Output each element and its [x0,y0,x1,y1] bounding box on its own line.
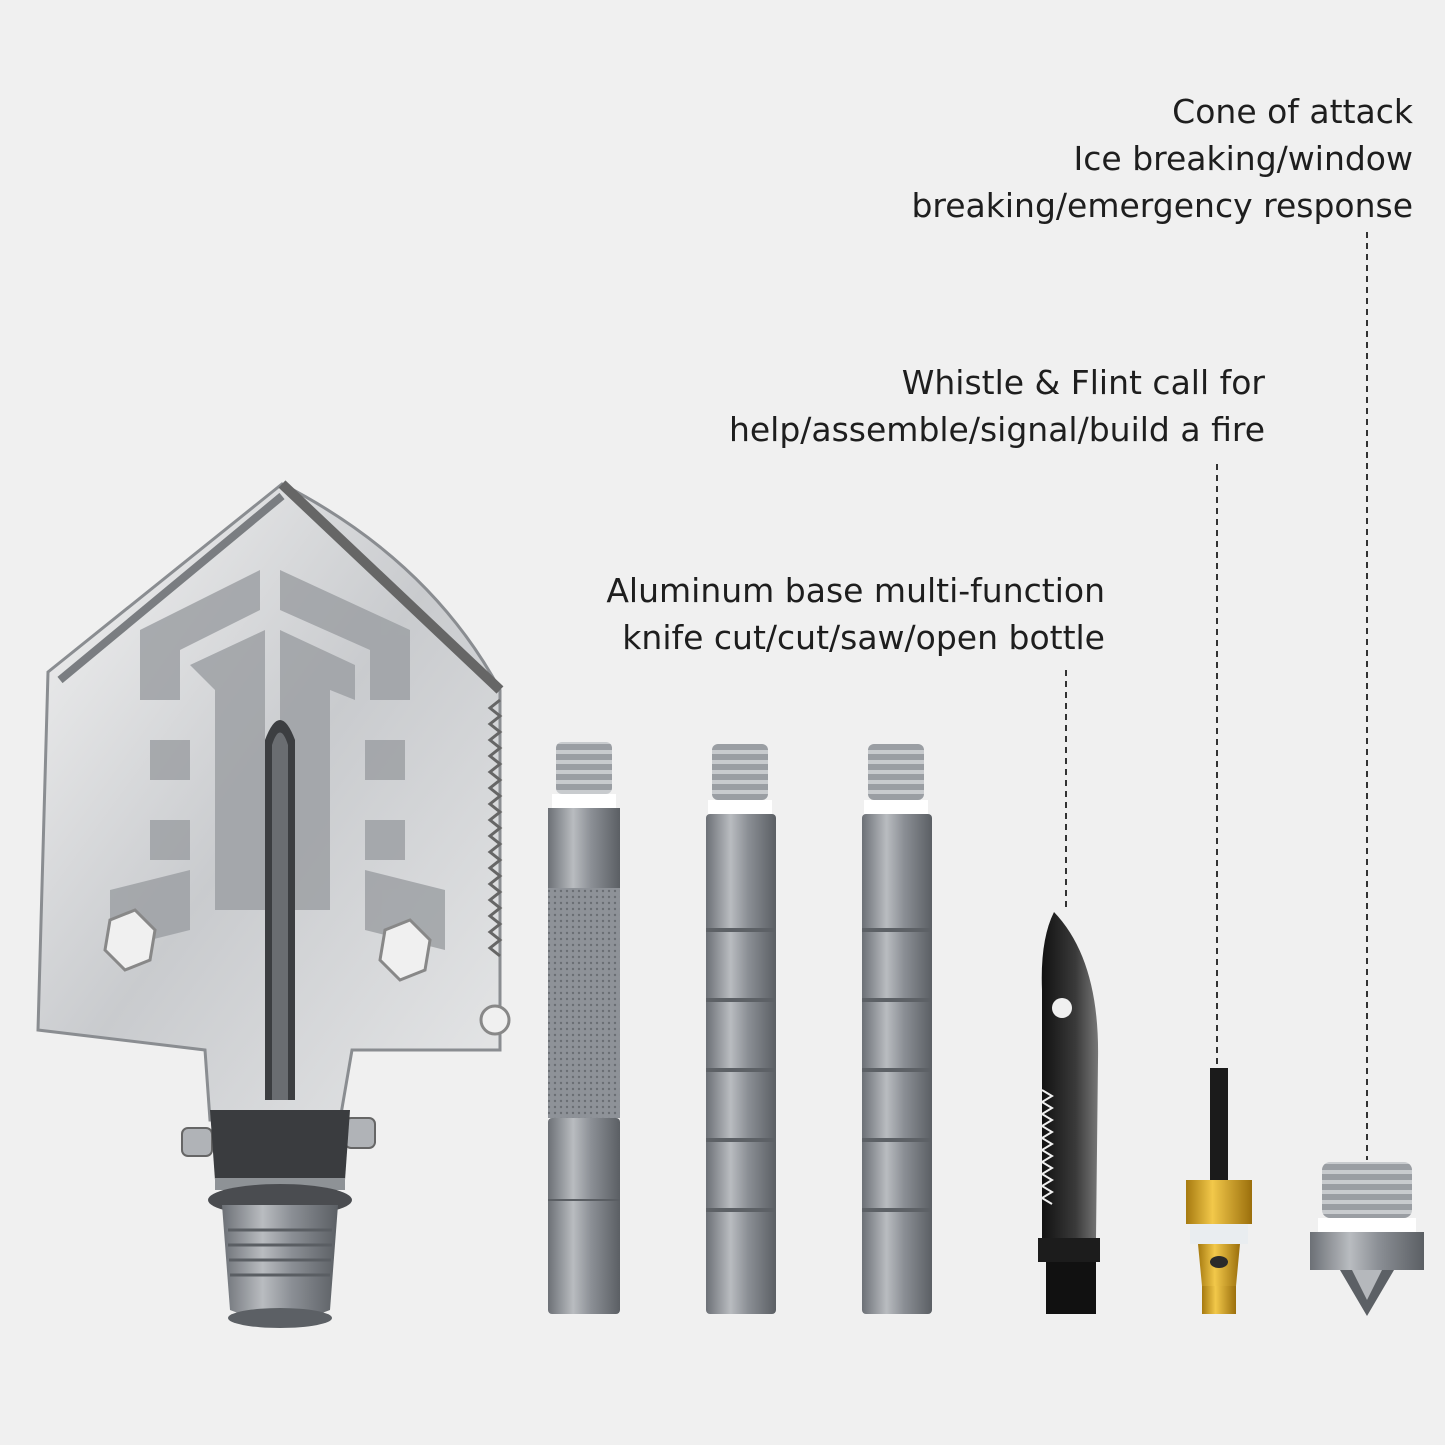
knife-callout-line-2: knife cut/cut/saw/open bottle [622,618,1105,657]
handle-tube-knurled [548,742,620,1314]
cone-of-attack [1310,1162,1424,1316]
cone-callout: Cone of attack Ice breaking/window break… [911,88,1413,229]
whistle-flint [1186,1068,1252,1314]
cone-callout-line-1: Cone of attack [1172,92,1413,131]
handle-tube-ribbed-2 [862,744,932,1314]
whistle-callout-line-1: Whistle & Flint call for [901,363,1265,402]
whistle-callout-line-2: help/assemble/signal/build a fire [728,410,1265,449]
cone-callout-line-3: breaking/emergency response [911,186,1413,225]
knife-callout-line-1: Aluminum base multi-function [606,571,1105,610]
shovel-head [36,480,511,1122]
knife-callout: Aluminum base multi-function knife cut/c… [606,567,1105,661]
whistle-callout: Whistle & Flint call for help/assemble/s… [729,359,1265,453]
shovel-hinge [181,1110,376,1328]
multi-function-knife [1038,912,1100,1314]
cone-callout-line-2: Ice breaking/window [1073,139,1413,178]
handle-tube-ribbed-1 [706,744,776,1314]
